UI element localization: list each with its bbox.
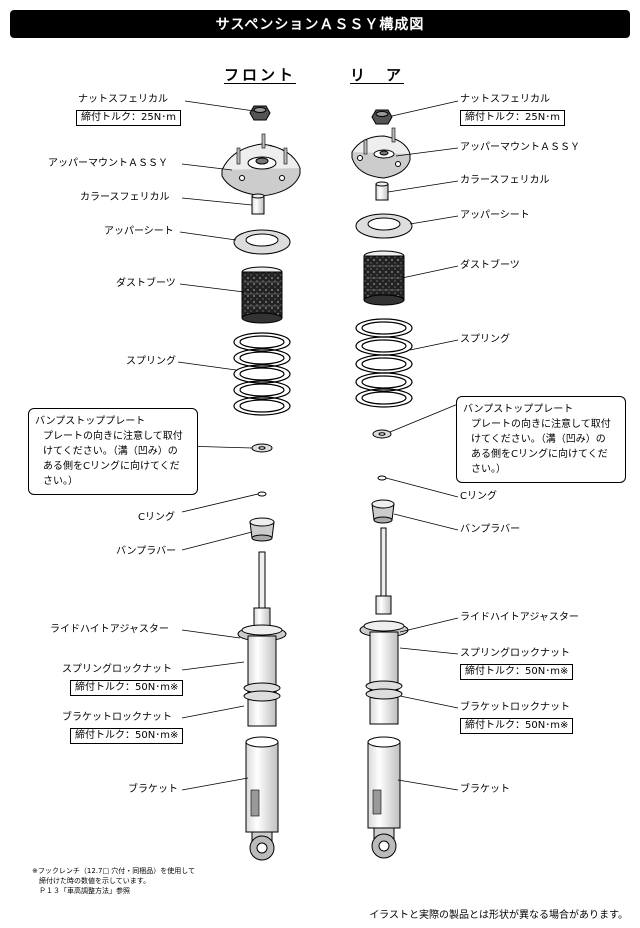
front-bump-rubber-label: バンプラバー: [116, 546, 177, 557]
rear-spring: [355, 318, 413, 408]
front-dust-boot-label: ダストブーツ: [116, 278, 176, 289]
rear-nut-label: ナットスフェリカル: [460, 94, 550, 105]
rear-spring-lock-torque: 締付トルク：50N･m※: [460, 664, 574, 680]
front-damper: [237, 551, 287, 727]
rear-upper-mount-label: アッパーマウントＡＳＳＹ: [460, 142, 580, 153]
rear-bracket-lock-label: ブラケットロックナット: [460, 702, 570, 713]
rear-bump-rubber: [371, 499, 395, 524]
rear-bracket-label: ブラケット: [460, 784, 510, 795]
rear-bump-stop-plate: [372, 429, 392, 439]
rear-dust-boot-label: ダストブーツ: [460, 260, 520, 271]
rear-c-ring: [377, 475, 387, 481]
rear-dust-boot: [363, 250, 405, 306]
front-ride-height-label: ライドハイトアジャスター: [50, 624, 169, 635]
front-bump-rubber: [249, 517, 275, 542]
front-bracket-label: ブラケット: [128, 784, 178, 795]
rear-c-ring-label: Cリング: [460, 491, 497, 502]
front-bracket-lock-label: ブラケットロックナット: [62, 712, 172, 723]
front-column-heading: フロント: [224, 66, 297, 84]
front-upper-seat: [233, 229, 291, 255]
rear-collar-label: カラースフェリカル: [460, 175, 550, 186]
front-bracket-lock-torque: 締付トルク：50N･m※: [70, 728, 184, 744]
rear-upper-seat-label: アッパーシート: [460, 210, 530, 221]
rear-nut-torque: 締付トルク：25N･m: [460, 110, 565, 126]
front-collar-label: カラースフェリカル: [80, 192, 170, 203]
front-bump-plate-title: バンプストッププレート: [35, 416, 146, 427]
front-spring-lock-label: スプリングロックナット: [62, 664, 172, 675]
leader-lines: [177, 100, 459, 791]
front-nut-label: ナットスフェリカル: [78, 94, 168, 105]
front-spring: [233, 332, 291, 416]
front-nut-torque: 締付トルク：25N･m: [76, 110, 181, 126]
rear-bump-plate-callout: バンプストッププレート プレートの向きに注意して取付 けてください。（溝（凹み）…: [456, 396, 626, 483]
front-bump-plate-note: プレートの向きに注意して取付 けてください。（溝（凹み）の ある側をCリングに向…: [43, 431, 183, 487]
front-bump-plate-callout: バンプストッププレート プレートの向きに注意して取付 けてください。（溝（凹み）…: [28, 408, 198, 495]
rear-spring-label: スプリング: [460, 334, 510, 345]
front-nut-spherical: [249, 105, 271, 121]
rear-upper-seat: [355, 213, 413, 239]
front-c-ring-label: Cリング: [138, 512, 175, 523]
front-collar-spherical: [251, 193, 265, 215]
rear-upper-mount: [351, 127, 411, 179]
front-spring-lock-torque: 締付トルク：50N･m※: [70, 680, 184, 696]
front-upper-seat-label: アッパーシート: [104, 226, 174, 237]
illustration-disclaimer: イラストと実際の製品とは形状が異なる場合があります。: [369, 910, 628, 921]
page-title: サスペンションＡＳＳＹ構成図: [10, 10, 630, 38]
rear-spring-lock-label: スプリングロックナット: [460, 648, 570, 659]
front-bump-stop-plate: [251, 443, 273, 453]
rear-bracket: [367, 736, 401, 859]
rear-bump-plate-note: プレートの向きに注意して取付 けてください。（溝（凹み）の ある側をCリングに向…: [471, 419, 611, 475]
front-dust-boot: [241, 266, 283, 324]
front-c-ring: [257, 491, 267, 497]
rear-nut-spherical: [371, 109, 393, 125]
rear-bracket-lock-torque: 締付トルク：50N･m※: [460, 718, 574, 734]
rear-damper: [359, 527, 409, 725]
rear-bump-plate-title: バンプストッププレート: [463, 404, 574, 415]
front-bracket: [245, 736, 279, 861]
rear-bump-rubber-label: バンプラバー: [460, 524, 521, 535]
rear-ride-height-label: ライドハイトアジャスター: [460, 612, 579, 623]
front-upper-mount: [221, 133, 301, 197]
hook-wrench-footnote: ※フックレンチ（12.7□ 穴付・同梱品）を使用して 締付けた時の数値を示してい…: [32, 867, 196, 895]
front-spring-label: スプリング: [126, 356, 176, 367]
front-upper-mount-label: アッパーマウントＡＳＳＹ: [48, 158, 168, 169]
rear-collar-spherical: [375, 181, 389, 201]
rear-column-heading: リ ア: [350, 66, 405, 84]
